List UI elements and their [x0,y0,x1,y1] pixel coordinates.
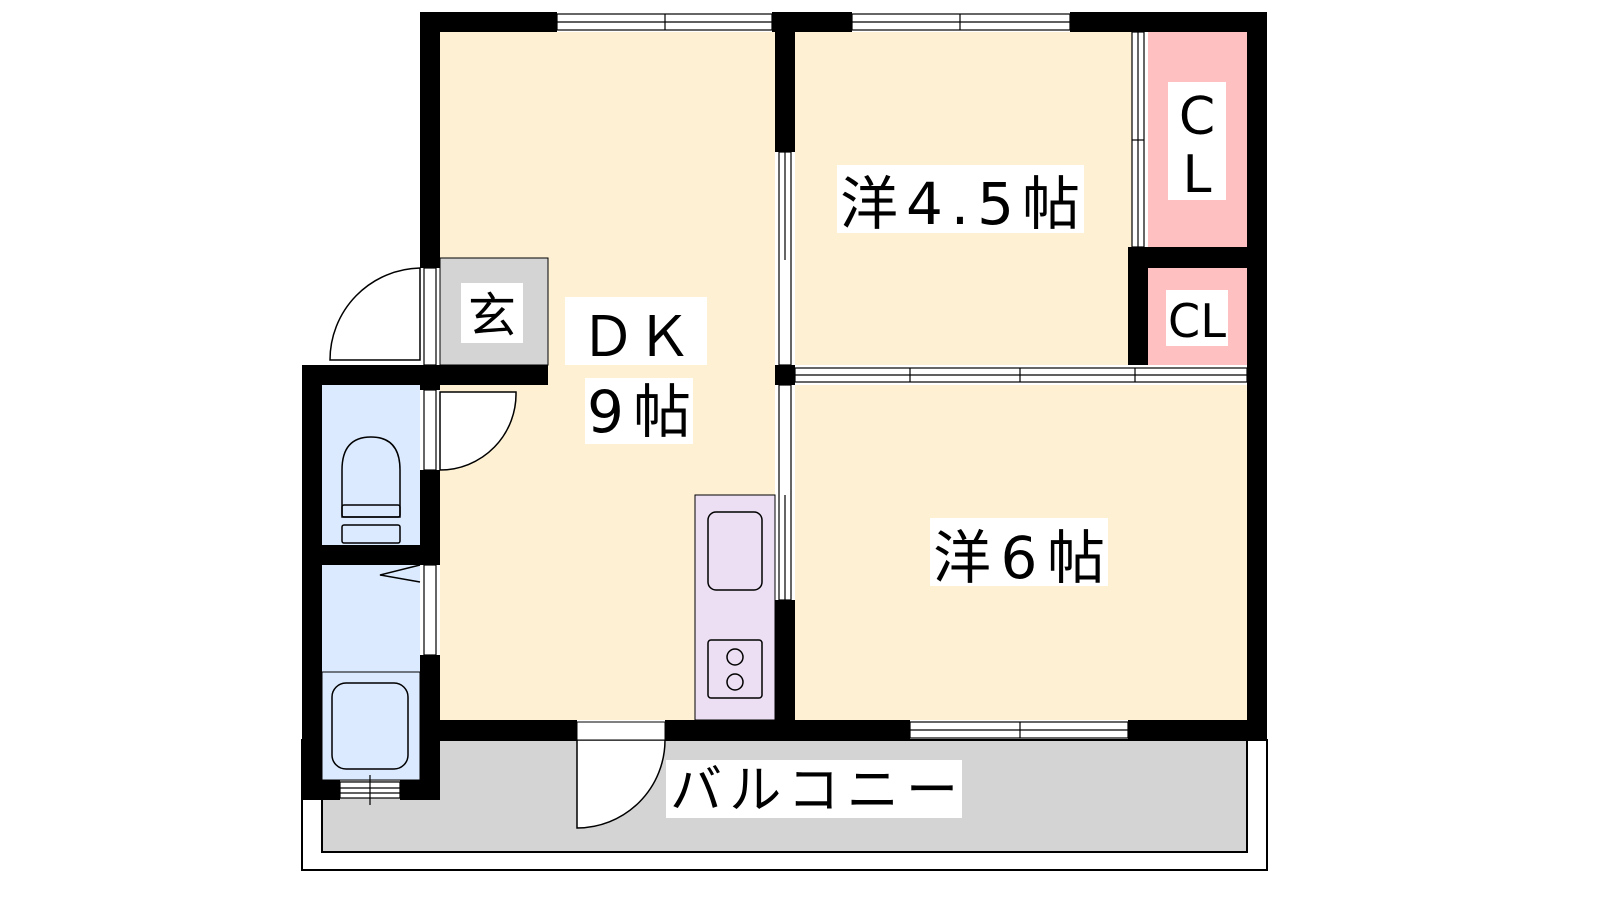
balcony-door-frame [576,721,666,741]
closet-2-label: CL [1168,294,1226,348]
western-room-4-5-label: 洋4.5帖 [840,170,1080,238]
washbasin-icon [379,564,421,583]
western-room-6-label: 洋6帖 [933,524,1105,592]
burner-icon [726,673,744,691]
entrance-door[interactable] [329,267,421,361]
toilet-icon [341,436,401,544]
dk-size-label: 9帖 [587,378,691,446]
kitchen-counter [694,494,776,721]
toilet-floor [322,385,420,545]
balcony-door[interactable] [576,739,666,829]
closet-1-label-c: C [1179,87,1215,147]
walls [302,12,1267,800]
balcony-label: バルコニー [670,761,958,821]
sink-icon [707,511,763,591]
washroom-floor [322,565,420,672]
dk-label: ＤＫ [580,305,692,370]
stove-icon [707,639,763,699]
bathroom-floor [321,671,421,781]
toilet-door[interactable] [439,391,517,471]
burner-icon [726,648,744,666]
bathtub-icon [331,682,409,770]
entrance-label: 玄 [468,288,516,344]
closet-1-label-l: L [1183,145,1212,205]
windows [339,13,1248,805]
